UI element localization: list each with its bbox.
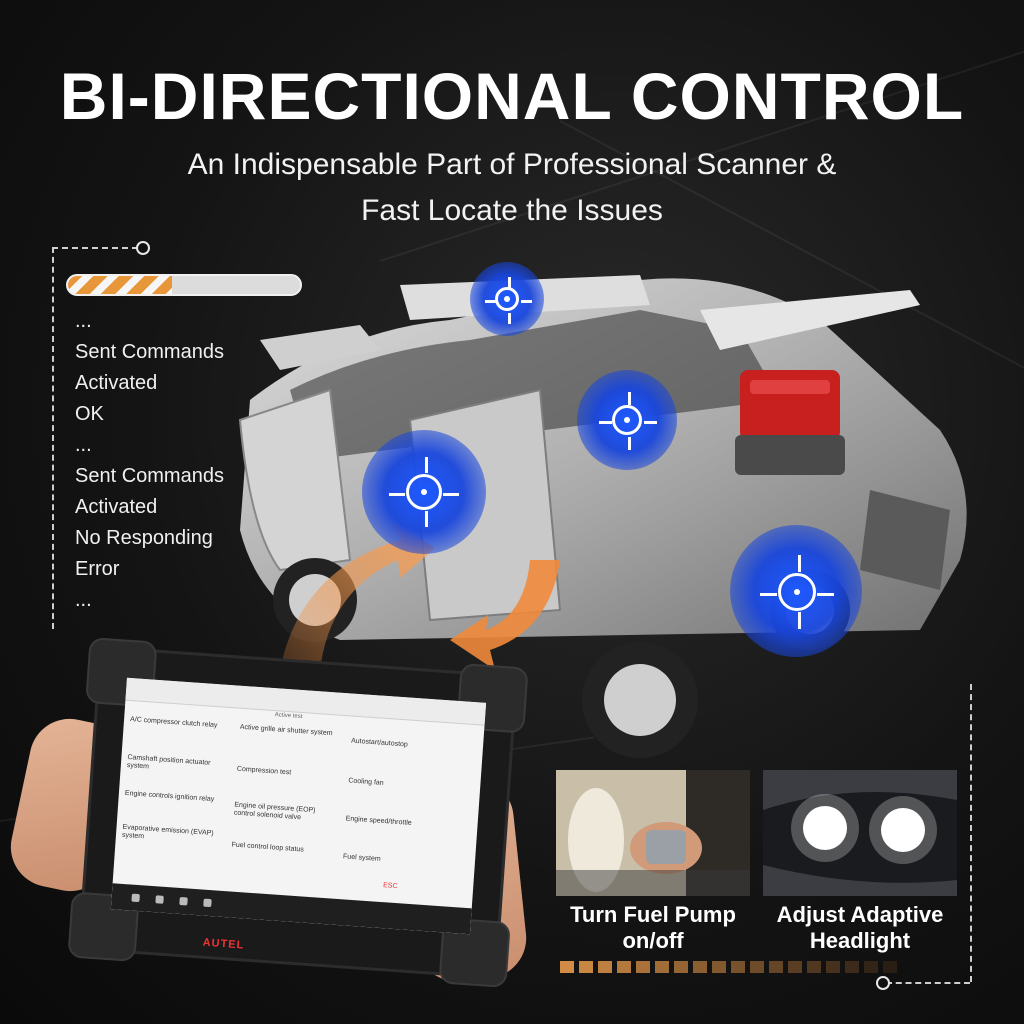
- esc-button[interactable]: ESC: [382, 882, 398, 891]
- test-item[interactable]: Fuel system: [342, 853, 381, 863]
- loading-square: [864, 961, 878, 973]
- screen-title: Active test: [274, 712, 303, 721]
- test-item[interactable]: Engine controls ignition relay: [124, 789, 215, 804]
- loading-square: [655, 961, 669, 973]
- loading-square: [807, 961, 821, 973]
- log-line: ...: [75, 310, 92, 332]
- recent-apps-icon[interactable]: [179, 896, 188, 906]
- crosshair-tick: [628, 391, 631, 405]
- test-item[interactable]: Engine speed/throttle: [345, 815, 412, 827]
- loading-bar: [560, 961, 897, 973]
- crosshair-tick: [425, 511, 428, 528]
- subtitle-line-2: Fast Locate the Issues: [361, 194, 663, 227]
- test-item[interactable]: Engine oil pressure (EOP) control soleno…: [233, 801, 316, 822]
- crosshair-tick: [798, 612, 801, 630]
- loading-square: [750, 961, 764, 973]
- log-line: No Responding: [75, 527, 213, 549]
- loading-square: [617, 961, 631, 973]
- diagnostic-tablet: Active test A/C compressor clutch relay …: [67, 637, 529, 988]
- test-item[interactable]: Active grille air shutter system: [239, 723, 333, 738]
- panel-connector-line: [52, 247, 138, 249]
- crosshair-dot: [624, 417, 630, 423]
- target-marker-wheel[interactable]: [730, 525, 862, 657]
- loading-square: [579, 961, 593, 973]
- target-icon: [760, 555, 835, 630]
- target-icon: [389, 457, 460, 528]
- loading-square: [788, 961, 802, 973]
- loading-square: [769, 961, 783, 973]
- crosshair-tick: [520, 300, 532, 303]
- back-icon[interactable]: [131, 893, 140, 903]
- log-line: ...: [75, 434, 92, 456]
- target-icon: [598, 391, 657, 450]
- crosshair-tick: [598, 421, 612, 424]
- crosshair-tick: [389, 493, 406, 496]
- crosshair-tick: [508, 312, 511, 324]
- loading-square: [712, 961, 726, 973]
- panel-border-line: [52, 247, 54, 629]
- loading-square: [845, 961, 859, 973]
- progress-fill: [68, 276, 173, 294]
- target-marker-engine[interactable]: [577, 370, 677, 470]
- panel-border-line: [886, 982, 970, 984]
- camera-icon[interactable]: [203, 898, 212, 908]
- log-line: Sent Commands: [75, 465, 224, 487]
- headlight-caption: Adjust Adaptive Headlight: [776, 902, 944, 953]
- target-marker-roof[interactable]: [470, 262, 544, 336]
- crosshair-tick: [643, 421, 657, 424]
- test-item[interactable]: Compression test: [236, 765, 292, 777]
- crosshair-tick: [425, 457, 428, 474]
- log-line: Activated: [75, 496, 158, 518]
- loading-square: [560, 961, 574, 973]
- subtitle-line-1: An Indispensable Part of Professional Sc…: [187, 148, 837, 181]
- fuel-pump-photo: [556, 770, 750, 896]
- connector-node-icon: [136, 241, 150, 255]
- test-item[interactable]: A/C compressor clutch relay: [129, 716, 218, 730]
- test-item[interactable]: Autostart/autostop: [350, 737, 409, 749]
- crosshair-tick: [817, 593, 835, 596]
- loading-square: [636, 961, 650, 973]
- target-marker-door[interactable]: [362, 430, 486, 554]
- crosshair-dot: [794, 589, 800, 595]
- target-icon: [484, 276, 532, 324]
- home-icon[interactable]: [155, 895, 164, 904]
- log-line: Activated: [75, 372, 158, 394]
- connector-node-icon: [876, 976, 890, 990]
- panel-border-line: [970, 684, 972, 982]
- test-item[interactable]: Cooling fan: [348, 777, 384, 787]
- crosshair-tick: [484, 300, 496, 303]
- crosshair-tick: [508, 276, 511, 288]
- test-item[interactable]: Evaporative emission (EVAP) system: [121, 823, 214, 841]
- headlight-photo: [763, 770, 957, 896]
- test-item[interactable]: Camshaft position actuator system: [126, 753, 211, 771]
- fuel-pump-caption: Turn Fuel Pump on/off: [570, 902, 736, 953]
- crosshair-dot: [421, 489, 427, 495]
- loading-square: [826, 961, 840, 973]
- log-line: OK: [75, 403, 104, 425]
- crosshair-tick: [798, 555, 801, 573]
- loading-square: [731, 961, 745, 973]
- test-item[interactable]: Fuel control loop status: [231, 841, 305, 854]
- log-line: Sent Commands: [75, 341, 224, 363]
- crosshair-tick: [628, 436, 631, 450]
- crosshair-dot: [504, 296, 510, 302]
- loading-square: [674, 961, 688, 973]
- page-title: BI-DIRECTIONAL CONTROL: [59, 59, 965, 133]
- command-progress-bar: [66, 274, 302, 296]
- loading-square: [883, 961, 897, 973]
- loading-square: [598, 961, 612, 973]
- crosshair-tick: [760, 593, 778, 596]
- log-line: Error: [75, 558, 120, 580]
- tablet-screen[interactable]: Active test A/C compressor clutch relay …: [110, 677, 487, 935]
- log-line: ...: [75, 589, 92, 611]
- crosshair-tick: [443, 493, 460, 496]
- loading-square: [693, 961, 707, 973]
